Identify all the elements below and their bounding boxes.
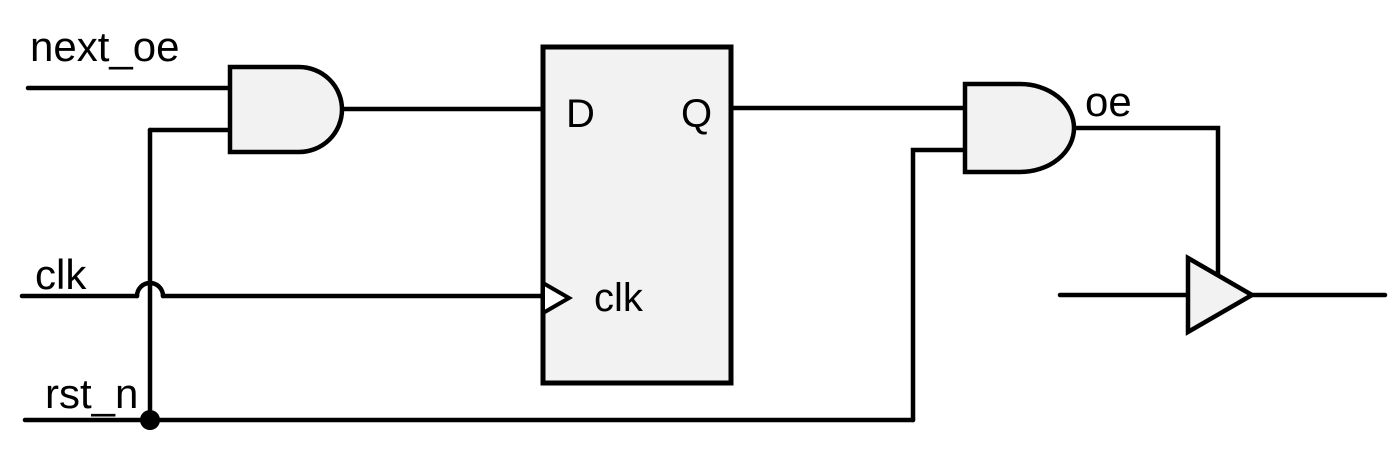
d-flip-flop [540,44,734,386]
wire-clk-hop [134,280,166,299]
wire-rst-to-and2 [910,147,971,423]
tristate-buffer [1185,254,1257,336]
wire-oe-to-enable [1067,125,1221,281]
label-clk: clk [35,251,87,298]
and-gate-output [962,81,1077,175]
and-gate-input [227,64,345,155]
label-rst-n: rst_n [45,370,138,417]
clock-edge-icon [541,279,574,317]
label-ff-q-port: Q [681,92,712,136]
junction-dot [140,410,160,430]
label-next-oe: next_oe [30,23,179,70]
label-ff-d-port: D [566,92,595,136]
label-oe: oe [1085,78,1132,125]
label-ff-clk-port: clk [594,276,644,320]
